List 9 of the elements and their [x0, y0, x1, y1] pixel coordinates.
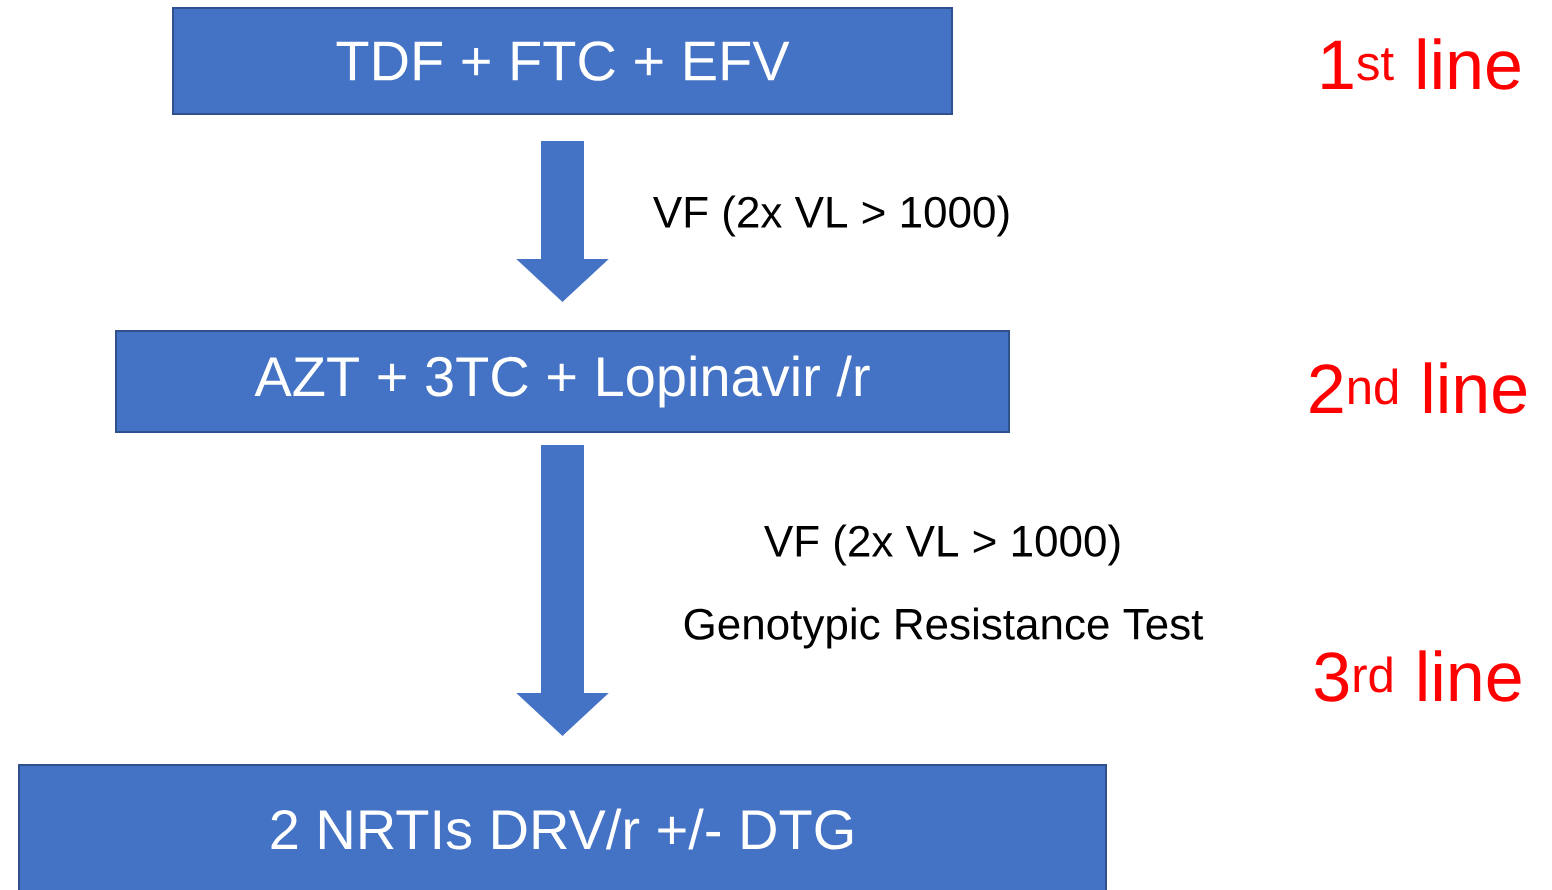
edge-label: VF (2x VL > 1000): [764, 524, 1120, 566]
note-text: Genotypic Resistance Test: [684, 607, 1204, 649]
edge-label: VF (2x VL > 1000): [653, 195, 1009, 237]
drug-box: TDF + FTC + EFV: [172, 7, 953, 115]
drug-box: 2 NRTIs DRV/r +/- DTG: [18, 764, 1107, 890]
line-label: 3$^{rd}$ line: [1314, 650, 1521, 702]
line-label: 1$^{st}$ line: [1322, 38, 1520, 90]
drug-box: AZT + 3TC + Lopinavir /r: [115, 330, 1010, 433]
line-label: 2$^{nd}$ line: [1310, 362, 1527, 414]
